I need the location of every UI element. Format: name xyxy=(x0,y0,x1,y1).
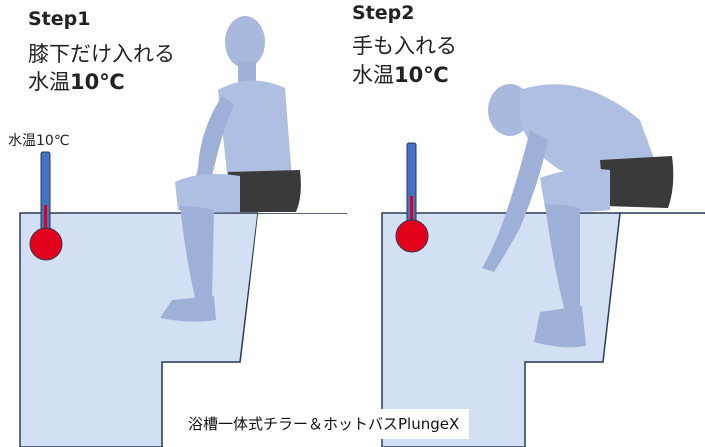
step2-description: 手も入れる xyxy=(352,30,457,60)
thermometer-left xyxy=(30,152,62,260)
product-caption: 浴槽一体式チラー＆ホットバスPlungeX xyxy=(178,409,469,439)
step1-temperature: 水温10℃ xyxy=(28,66,125,96)
step1-description: 膝下だけ入れる xyxy=(28,38,175,68)
step2-title: Step2 xyxy=(352,2,414,24)
step2-temperature: 水温10℃ xyxy=(352,59,449,89)
thermometer-right xyxy=(396,143,428,252)
thermometer-left-label: 水温10℃ xyxy=(8,130,70,150)
step1-title: Step1 xyxy=(28,8,90,30)
